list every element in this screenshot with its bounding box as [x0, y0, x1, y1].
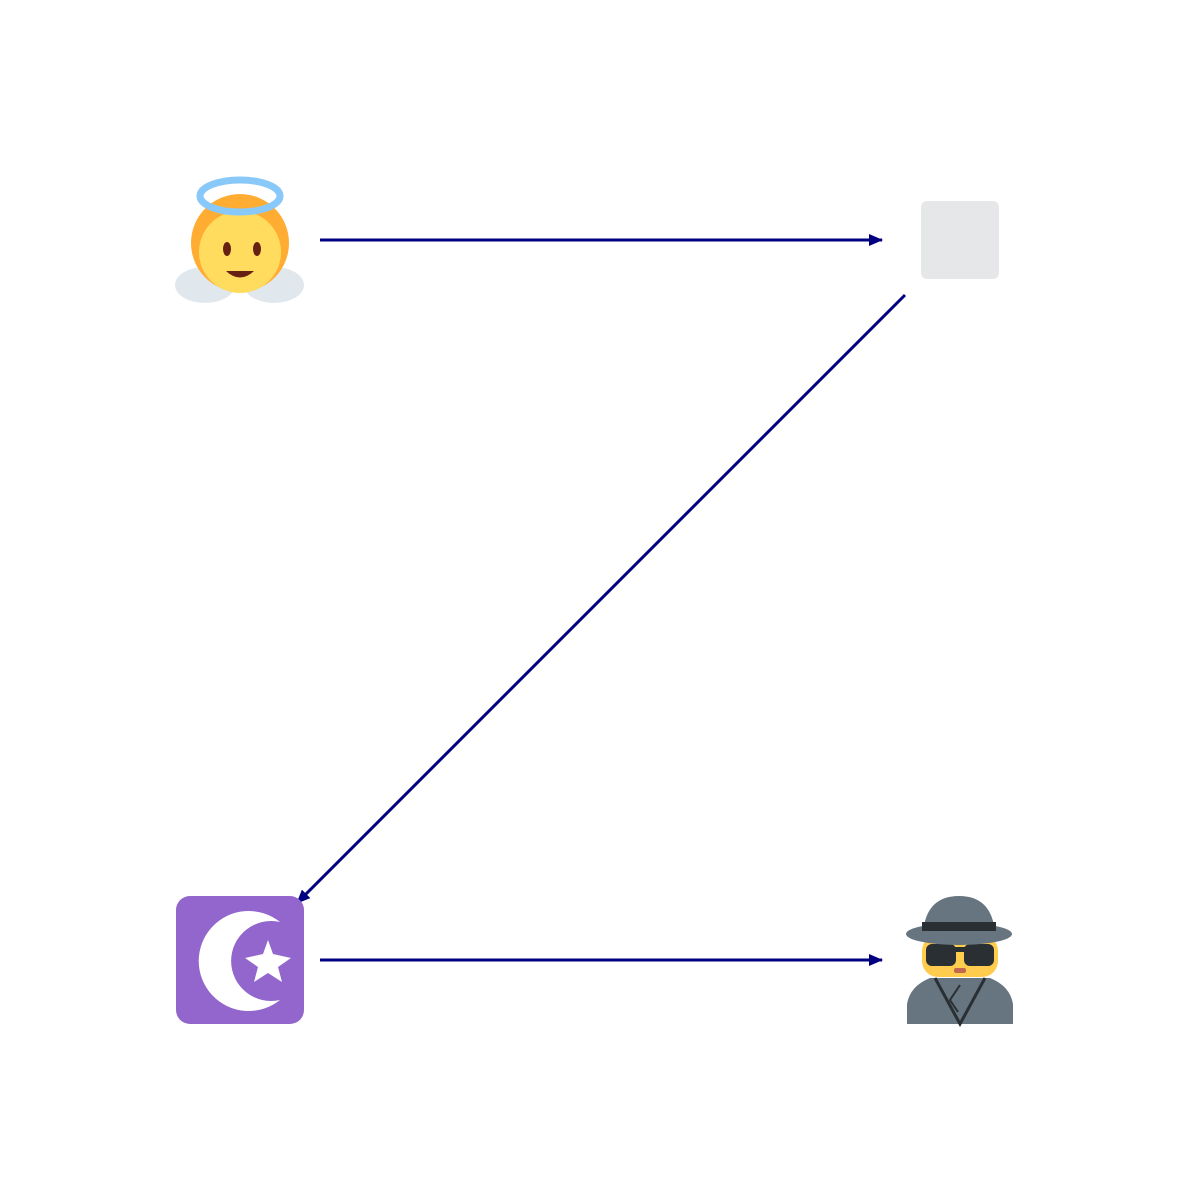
empty-tile-icon — [921, 201, 999, 279]
detective-icon — [906, 896, 1013, 1028]
edge-placeholder-to-star-crescent — [295, 293, 907, 905]
star-and-crescent-icon — [176, 896, 304, 1024]
baby-angel-icon — [175, 176, 304, 303]
edges — [295, 234, 907, 966]
